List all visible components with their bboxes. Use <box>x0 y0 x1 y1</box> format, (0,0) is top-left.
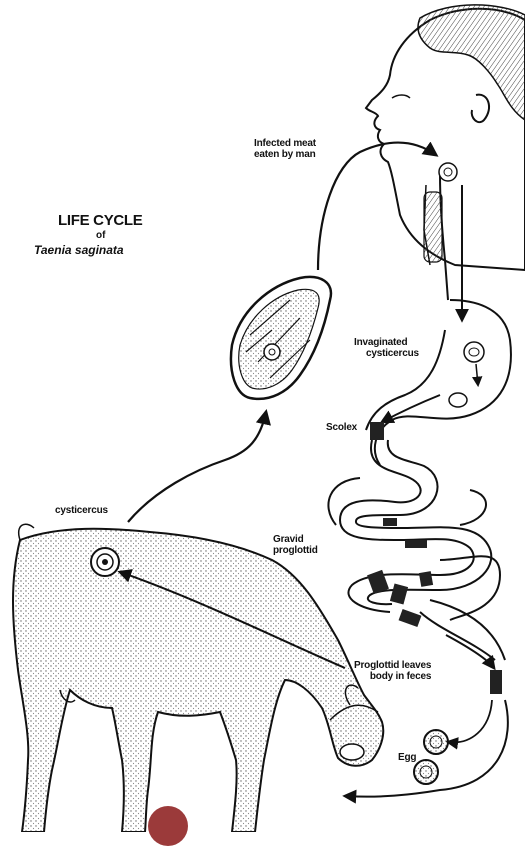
label-egg: Egg <box>398 752 416 763</box>
label-scolex: Scolex <box>326 422 357 433</box>
label-proglottid-leaves: Proglottid leaves body in feces <box>354 660 431 682</box>
label-invaginated-cysticercus: Invaginated cysticercus <box>354 337 419 359</box>
diagram-title-of: of <box>96 230 105 241</box>
arrow-to-feces <box>446 635 494 668</box>
label-gravid-line1: Gravid <box>273 534 318 545</box>
label-proglottid-line2: body in feces <box>354 671 431 682</box>
marker-dot <box>148 806 188 846</box>
human-head <box>366 5 525 270</box>
label-infected-meat-line1: Infected meat <box>254 138 316 149</box>
arrow-to-egg <box>448 700 492 742</box>
label-infected-meat: Infected meat eaten by man <box>254 138 316 160</box>
label-gravid-proglottid: Gravid proglottid <box>273 534 318 556</box>
intestines <box>328 440 505 660</box>
meat-slice <box>231 277 331 399</box>
feces-proglottid-shape <box>490 670 502 694</box>
label-infected-meat-line2: eaten by man <box>254 149 316 160</box>
label-cysticercus: cysticercus <box>55 505 108 516</box>
scolex-shape <box>370 422 384 440</box>
diagram-title: LIFE CYCLE <box>58 212 143 229</box>
invaginated-cysticercus-shape <box>464 342 484 362</box>
label-proglottid-line1: Proglottid leaves <box>354 660 431 671</box>
eggs <box>414 730 448 784</box>
label-invaginated-line2: cysticercus <box>354 348 419 359</box>
cow <box>13 524 383 832</box>
label-gravid-line2: proglottid <box>273 545 318 556</box>
label-invaginated-line1: Invaginated <box>354 337 419 348</box>
diagram-title-species: Taenia saginata <box>34 243 124 257</box>
arrow-cow-to-meat <box>128 412 266 522</box>
